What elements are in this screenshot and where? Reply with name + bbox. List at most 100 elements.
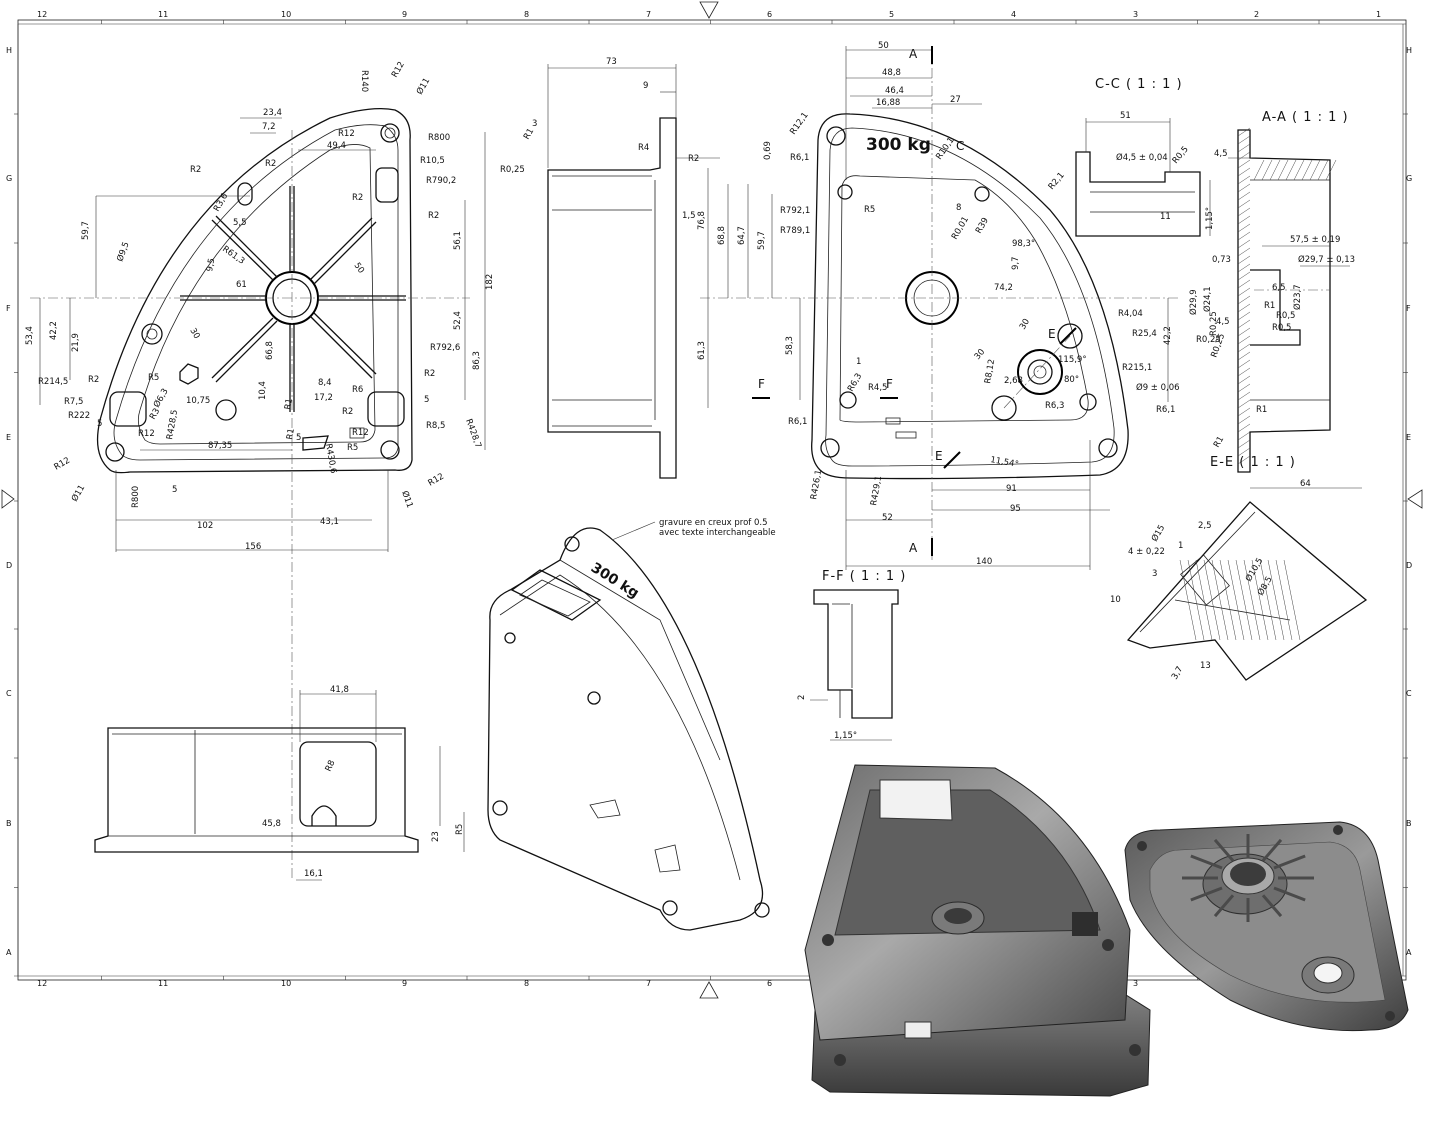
dim-top-view: R6,1: [790, 153, 809, 163]
dim-top-view: R792,1: [780, 206, 810, 216]
dim-ee-view: 2,5: [1198, 521, 1212, 531]
dim-aa-view: 64: [1300, 479, 1311, 489]
dim-left-view: R790,2: [426, 176, 456, 186]
side-view: [547, 64, 720, 479]
frame-column-label: 11: [158, 10, 168, 19]
frame-column-label: 5: [889, 10, 894, 19]
dim-ee-view: 13: [1200, 661, 1211, 671]
dim-top-view: 42,2: [1163, 326, 1173, 345]
frame-column-label: 12: [37, 979, 47, 988]
dim-left-view: 21,9: [71, 333, 81, 352]
dim-top-view: 80°: [1064, 375, 1079, 385]
dim-left-view: R2: [352, 193, 363, 203]
section-marker-c: C: [956, 139, 964, 153]
dim-side-view: 3: [532, 119, 537, 129]
frame-row-label: G: [6, 174, 12, 183]
dim-aa-view: R1: [1256, 405, 1267, 415]
dim-top-view: 140: [976, 557, 992, 567]
dim-aa-view: R0,5: [1276, 311, 1295, 321]
frame-row-label: A: [6, 948, 12, 957]
embossed-label-top-view: 300 kg: [866, 135, 931, 155]
section-ff: [810, 589, 899, 741]
dim-cc-view: R2,1: [1047, 171, 1067, 192]
dim-ff-view: 2: [797, 695, 807, 700]
section-title-aa: A-A ( 1 : 1 ): [1262, 110, 1349, 125]
dim-left-view: R12: [427, 472, 446, 489]
centering-mark-left: [1, 489, 15, 509]
dim-left-view: 52,4: [453, 311, 463, 330]
dim-left-view: 7,2: [262, 122, 276, 132]
dim-aa-view: R1: [1264, 301, 1275, 311]
frame-row-label: D: [1406, 561, 1412, 570]
frame-column-label: 9: [402, 10, 407, 19]
frame-row-label: G: [1406, 174, 1412, 183]
dim-top-view: R429,1: [869, 475, 884, 507]
dim-left-view: R2: [190, 165, 201, 175]
dim-left-view: 66,8: [265, 341, 275, 360]
dim-left-view: R428,5: [165, 409, 180, 441]
frame-row-label: E: [6, 433, 11, 442]
dim-left-view: R12: [352, 428, 369, 438]
frame-column-label: 11: [158, 979, 168, 988]
frame-row-label: D: [6, 561, 12, 570]
section-marker-e-bottom: E: [935, 449, 943, 463]
dim-top-view: R789,1: [780, 226, 810, 236]
frame-row-label: F: [6, 304, 11, 313]
frame-column-label: 2: [1254, 10, 1259, 19]
dim-cc-view: 1,15°: [1205, 207, 1215, 230]
dim-aa-view: Ø23,7: [1292, 284, 1303, 310]
dim-aa-view: R1: [1212, 435, 1226, 450]
dim-front-view: 45,8: [262, 819, 281, 829]
dim-top-view: R426,1: [809, 469, 824, 501]
dim-aa-view: 6,5: [1272, 283, 1286, 293]
dim-ee-view: 3: [1152, 569, 1157, 579]
dim-left-view: 9,5: [205, 257, 217, 272]
dim-top-view: 76,8: [697, 211, 707, 230]
housing-top-view: [700, 46, 1180, 570]
section-title-ff: F-F ( 1 : 1 ): [822, 569, 906, 584]
dim-left-view: 5: [97, 419, 102, 429]
frame-column-label: 3: [1133, 979, 1138, 988]
frame-row-label: H: [1406, 46, 1412, 55]
dim-left-view: 43,1: [320, 517, 339, 527]
dim-top-view: 27: [950, 95, 961, 105]
dim-top-view: R0,01: [950, 215, 971, 242]
dim-left-view: 8,4: [318, 378, 332, 388]
dim-aa-view: R0,25: [1209, 311, 1219, 336]
dim-top-view: R25,4: [1132, 329, 1157, 339]
dim-top-view: 98,3°: [1012, 239, 1035, 249]
section-marker-e-top: E: [1048, 327, 1056, 341]
dim-front-view: R5: [455, 824, 465, 835]
frame-row-label: C: [6, 689, 12, 698]
dim-front-view: 41,8: [330, 685, 349, 695]
dim-left-view: Ø11: [69, 483, 87, 504]
frame-row-label: C: [1406, 689, 1412, 698]
frame-row-label: B: [6, 819, 12, 828]
dim-ff-view: 1,15°: [834, 731, 857, 741]
section-marker-a-bottom: A: [909, 541, 918, 555]
section-title-ee: E-E ( 1 : 1 ): [1210, 455, 1296, 470]
engraving-note-line-2: avec texte interchangeable: [659, 528, 776, 538]
frame-column-label: 12: [37, 10, 47, 19]
dim-left-view: 86,3: [472, 351, 482, 370]
dim-aa-view: 0,73: [1212, 255, 1231, 265]
dim-left-view: R2: [265, 159, 276, 169]
dim-top-view: R4,5: [868, 383, 887, 393]
dim-left-view: R12: [390, 60, 407, 79]
dim-left-view: R12: [338, 129, 355, 139]
dim-aa-view: Ø29,9: [1188, 289, 1199, 315]
dim-left-view: R800: [428, 133, 450, 143]
dim-left-view: R2: [342, 407, 353, 417]
dim-left-view: 10,75: [186, 396, 210, 406]
dim-side-view: R2: [688, 154, 699, 164]
dim-left-view: 5: [172, 485, 177, 495]
frame-column-label: 7: [646, 979, 651, 988]
frame-column-label: 7: [646, 10, 651, 19]
dim-left-view: Ø9,5: [114, 240, 131, 263]
dim-top-view: 11,54°: [989, 455, 1019, 470]
dim-top-view: 52: [882, 513, 893, 523]
dim-left-view: 17,2: [314, 393, 333, 403]
dim-aa-view: 4,5: [1214, 149, 1228, 159]
dim-ee-view: 1: [1178, 541, 1183, 551]
